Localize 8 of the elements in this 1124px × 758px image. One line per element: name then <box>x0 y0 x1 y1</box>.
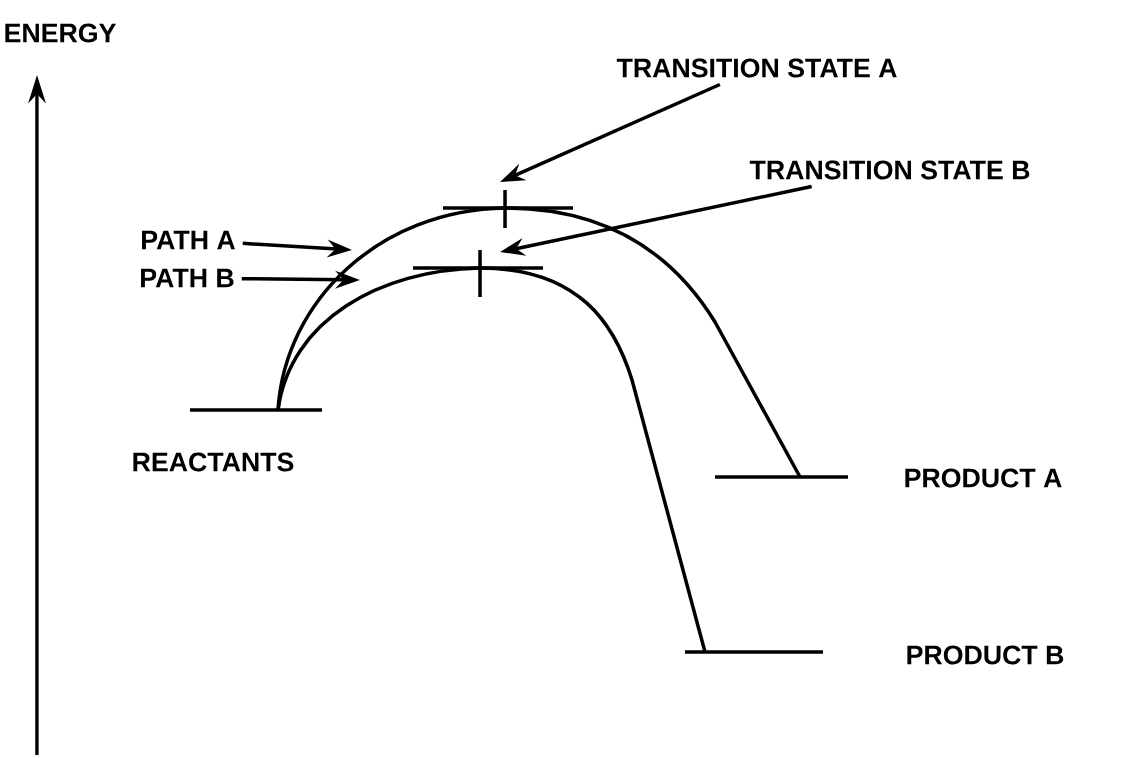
leader-label: PATH B <box>141 268 234 288</box>
leader-label: TRANSITION STATE A <box>616 58 897 78</box>
text-label: PRODUCT A <box>905 468 1062 488</box>
text-label: ENERGY <box>5 23 116 43</box>
leader-label: TRANSITION STATE B <box>749 160 1030 180</box>
leader-label: PATH A <box>142 230 235 250</box>
text-label: REACTANTS <box>133 452 294 472</box>
text-label: PRODUCT B <box>907 645 1064 665</box>
